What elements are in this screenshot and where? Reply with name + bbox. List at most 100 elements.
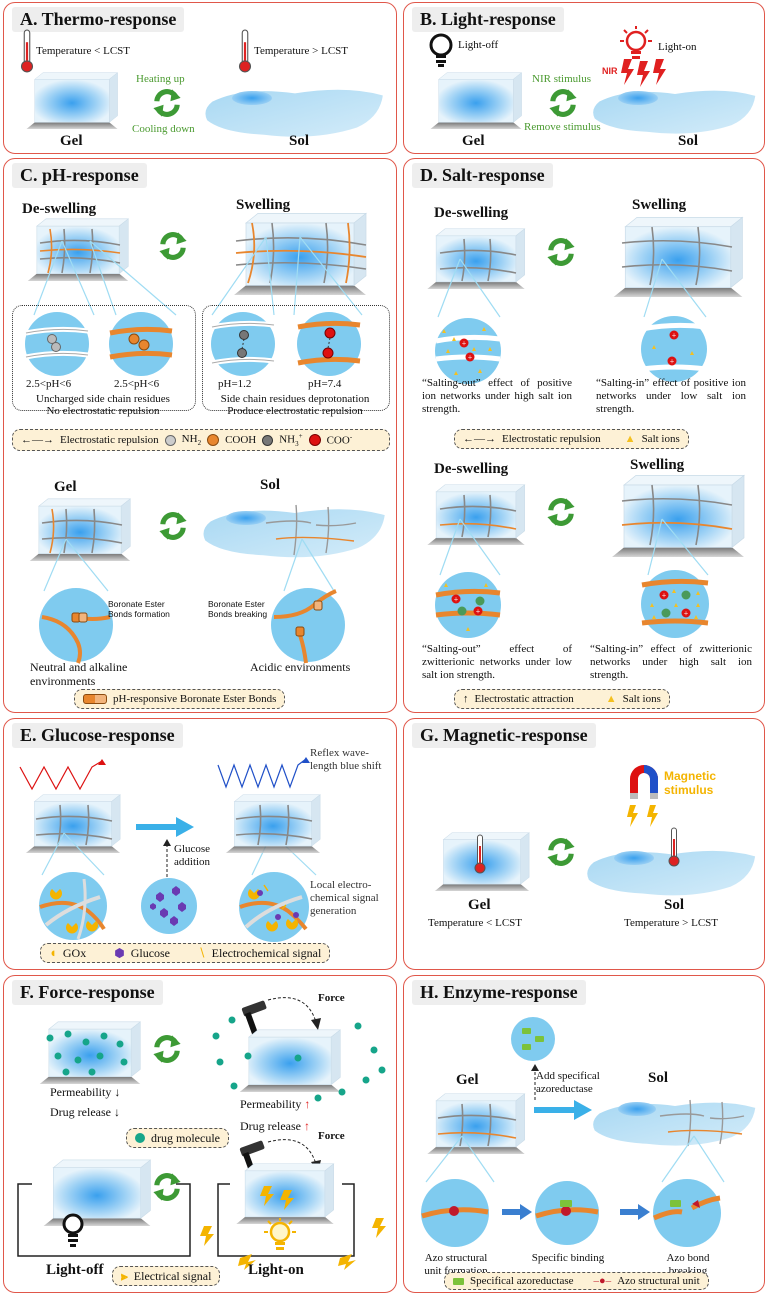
azo-breaking-circle [652,1179,721,1247]
glucose-addition-label: Glucose addition [174,843,211,868]
sol-label: Sol [260,477,281,493]
drug-molecules [46,1030,128,1076]
nh2-text: NH [181,432,198,445]
ph-value-label: pH=1.2 [218,378,252,390]
permeability-text: Permeability [240,1097,302,1111]
gel-glow [614,851,654,865]
nh3-text: NH [279,433,296,446]
gel-label: Gel [456,1072,479,1088]
up-arrow-icon: ↑ [303,1119,310,1133]
light-off-label: Light-off [458,39,499,51]
panel-title: E. Glucose-response [12,723,183,748]
cooling-down-label: Cooling down [132,123,195,135]
magnetic-stimulus-label: Magnetic stimulus [664,769,717,797]
glucose-circle [141,878,197,934]
salt-legend-top: ←––→ Electrostatic repulsion ▲ Salt ions [454,429,689,449]
legend-glucose: Glucose [130,945,171,960]
lightbulb-on-icon [620,26,652,59]
polymer-network [41,508,123,554]
ph-value-label: 2.5<pH<6 [26,378,72,390]
glucose-legend: ◖ GOx ⬢ Glucose ∖ Electrochemical signal [40,943,331,963]
ph-legend: ←––→ Electrostatic repulsion NH2 COOH NH… [12,429,390,451]
gel-cube [43,1159,151,1226]
zwitterionic-salting-in-description: “Salting-in” effect of zwitterionic netw… [590,643,752,681]
add-azoreductase-label: Add specifical azoreductase [536,1070,600,1095]
detail-circle [297,312,361,376]
drug-release-label: Drug release ↓ [50,1106,120,1119]
heating-up-label: Heating up [136,73,185,85]
environment-label: environments [30,674,96,688]
azo-unit-icon: –●– [593,1275,612,1287]
thermometer-icon [668,827,680,867]
attraction-arrow-icon: ↑ [463,693,469,705]
nir-label: NIR [602,66,618,76]
cycle-arrow-icon [150,1032,184,1066]
deswelling-detail-box [12,305,196,411]
temperature-above-lcst-label: Temperature > LCST [624,917,719,929]
electrical-signal-icon: ⫸ [121,1268,128,1283]
legend-azo-unit: Azo structural unit [617,1275,700,1287]
panel-salt-response: D. Salt-response De-swelling Swelling + … [403,158,765,713]
boronate-formation-label: Boronate Ester Bonds formation [108,599,170,619]
ph-value-label: pH=7.4 [308,378,342,390]
azo-formation-circle [421,1179,489,1247]
salt-legend-bottom: ↑ Electrostatic attraction ▲ Salt ions [454,689,670,709]
nh3-dot-icon [262,434,274,446]
swelling-label: Swelling [236,197,291,213]
magnet-icon [630,765,658,799]
cycle-arrow-icon [546,86,580,120]
gel-glow [618,91,658,105]
ph-value-label: 2.5<pH<6 [114,378,160,390]
polymer-network [39,228,121,274]
gel-cube [26,72,118,129]
drug-molecule-icon [135,1133,145,1143]
force-label: Force [318,1130,345,1142]
zwitterionic-salting-in-circle: + + [641,570,709,638]
right-arrow-icon [502,1204,532,1220]
thermometer-icon [474,834,486,874]
drug-release-label: Drug release ↑ [240,1120,310,1133]
sol-puddle [593,90,756,134]
reflex-wave-right [217,757,310,789]
legend-drug: drug molecule [151,1130,220,1145]
coo-text: COO [326,434,350,447]
panel-magnetic-response: G. Magnetic-response Magnetic stimulus G… [403,718,765,970]
salting-in-description: “Salting-in” effect of positive ion netw… [596,377,746,415]
up-arrow-icon: ↑ [304,1097,311,1111]
legend-salt: Salt ions [622,693,661,705]
svg-text:+: + [462,339,467,348]
panel-title: B. Light-response [412,7,564,32]
legend-attraction: Electrostatic attraction [474,693,574,705]
magnetic-lightning-icon [627,805,658,827]
panel-thermo-response: A. Thermo-response Temperature < LCST Te… [3,2,397,154]
polymer-network [35,804,113,846]
local-signal-label: Local electro- chemical signal generatio… [310,879,379,917]
legend-repulsion: Electrostatic repulsion [502,433,601,445]
polymer-network [437,1103,517,1147]
specific-binding-label: Specific binding [531,1252,605,1264]
cycle-arrow-icon [544,835,578,869]
zoom-lines [33,236,363,316]
nh2-sub: 2 [197,439,202,448]
light-on-label: Light-on [658,41,697,53]
polymer-network [621,226,733,286]
forward-arrow-icon [136,817,194,837]
circuit-off [17,1183,191,1257]
boronate-breaking-circle [271,588,345,664]
released-drug-molecules [212,1016,386,1102]
polymer-network [439,494,517,538]
right-arrow-icon [620,1204,650,1220]
nh2-dot-icon [164,434,176,446]
deswelling-note: No electrostatic repulsion [46,405,160,417]
svg-text:+: + [672,331,677,340]
sol-label: Sol [289,133,310,149]
swelling-detail-box [202,305,390,411]
panel-title: G. Magnetic-response [412,723,596,748]
legend-nh3: NH3+ [279,432,302,448]
environment-label: Neutral and alkaline [30,660,128,674]
nh3-sup: + [298,432,303,441]
coo-sup: - [349,433,353,442]
gel-glow [232,91,272,105]
drug-release-text: Drug release [240,1119,301,1133]
drug-legend: drug molecule [126,1128,229,1148]
